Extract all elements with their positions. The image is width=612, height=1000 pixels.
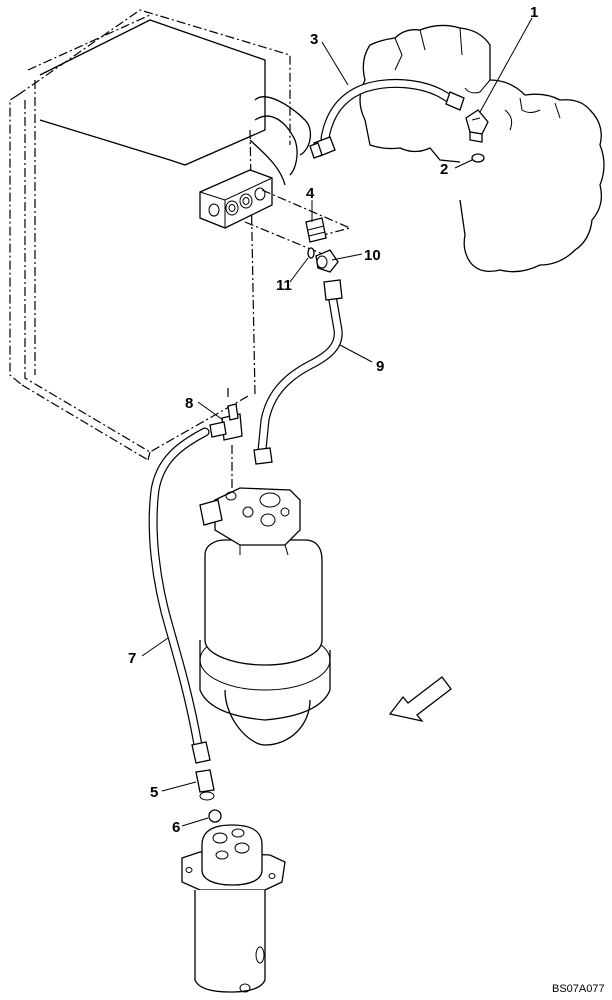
o-ring-6: [208, 809, 222, 823]
callout-1: 1: [530, 4, 538, 21]
swing-motor: [199, 487, 331, 746]
fitting-4-connector: [305, 217, 327, 243]
swivel-joint: [181, 824, 286, 993]
callout-11: 11: [276, 277, 292, 294]
callout-9: 9: [376, 358, 384, 375]
callout-labels: 1 2 3 4 5 6 7 8 9 10 11: [128, 4, 538, 836]
callout-5: 5: [150, 784, 158, 801]
callout-10: 10: [364, 247, 381, 264]
callout-6: 6: [172, 819, 180, 836]
callout-3: 3: [310, 31, 318, 48]
leader-lines: [141, 17, 533, 827]
hose-9: [253, 279, 343, 465]
drawing-code: BS07A077: [552, 983, 605, 995]
fitting-10-elbow: [315, 249, 339, 273]
o-ring-11: [307, 247, 315, 259]
hose-7: [148, 427, 211, 764]
fitting-1-elbow: [465, 109, 489, 143]
callout-8: 8: [185, 395, 193, 412]
fitting-8-tee: [209, 403, 243, 441]
o-ring-2: [471, 153, 485, 163]
fitting-5-connector: [195, 769, 215, 801]
callout-4: 4: [306, 185, 315, 202]
swivel-assembly-lines: [227, 388, 233, 492]
tank-outline: [9, 9, 291, 461]
travel-motor: [359, 24, 605, 273]
callout-7: 7: [128, 650, 136, 667]
manifold-block: [199, 169, 273, 229]
hose-3: [309, 79, 465, 159]
callout-2: 2: [440, 161, 448, 178]
direction-arrow: [388, 676, 452, 723]
vent-pipe: [249, 96, 312, 186]
